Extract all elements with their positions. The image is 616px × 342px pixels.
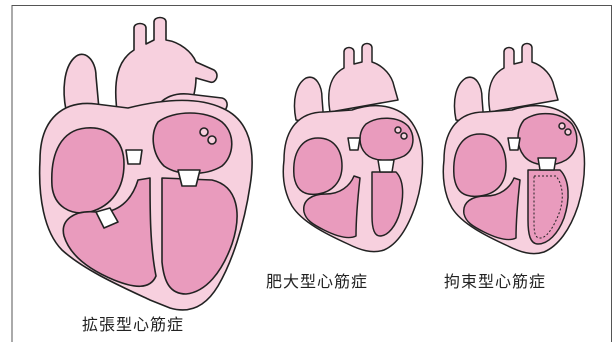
pulmonary-vein-2: [401, 133, 407, 139]
left-ventricle: [162, 178, 237, 294]
mitral-valve: [378, 160, 394, 172]
aortic-valve: [348, 138, 360, 150]
label-hypertrophic-cardiomyopathy: 肥大型心筋症: [266, 268, 368, 292]
heart-dilated: [40, 18, 252, 310]
aortic-valve: [508, 138, 520, 150]
left-atrium: [153, 113, 232, 174]
pulmonary-vein-2: [208, 136, 216, 144]
right-atrium: [294, 138, 342, 194]
aortic-arch: [489, 44, 558, 113]
mitral-valve: [178, 170, 200, 186]
left-atrium: [518, 114, 577, 165]
right-atrium: [454, 134, 506, 196]
label-dilated-cardiomyopathy: 拡張型心筋症: [82, 311, 184, 335]
pulmonary-vein-1: [200, 128, 208, 136]
aortic-arch: [329, 44, 398, 113]
pulmonary-vein-1: [395, 127, 401, 133]
mitral-valve: [538, 158, 556, 170]
heart-restrictive: [443, 44, 584, 254]
heart-hypertrophic: [283, 44, 422, 252]
pulmonary-vein-2: [565, 129, 571, 135]
pulmonary-vein-1: [559, 123, 565, 129]
label-restrictive-cardiomyopathy: 拘束型心筋症: [444, 268, 546, 292]
aortic-valve: [126, 150, 142, 164]
